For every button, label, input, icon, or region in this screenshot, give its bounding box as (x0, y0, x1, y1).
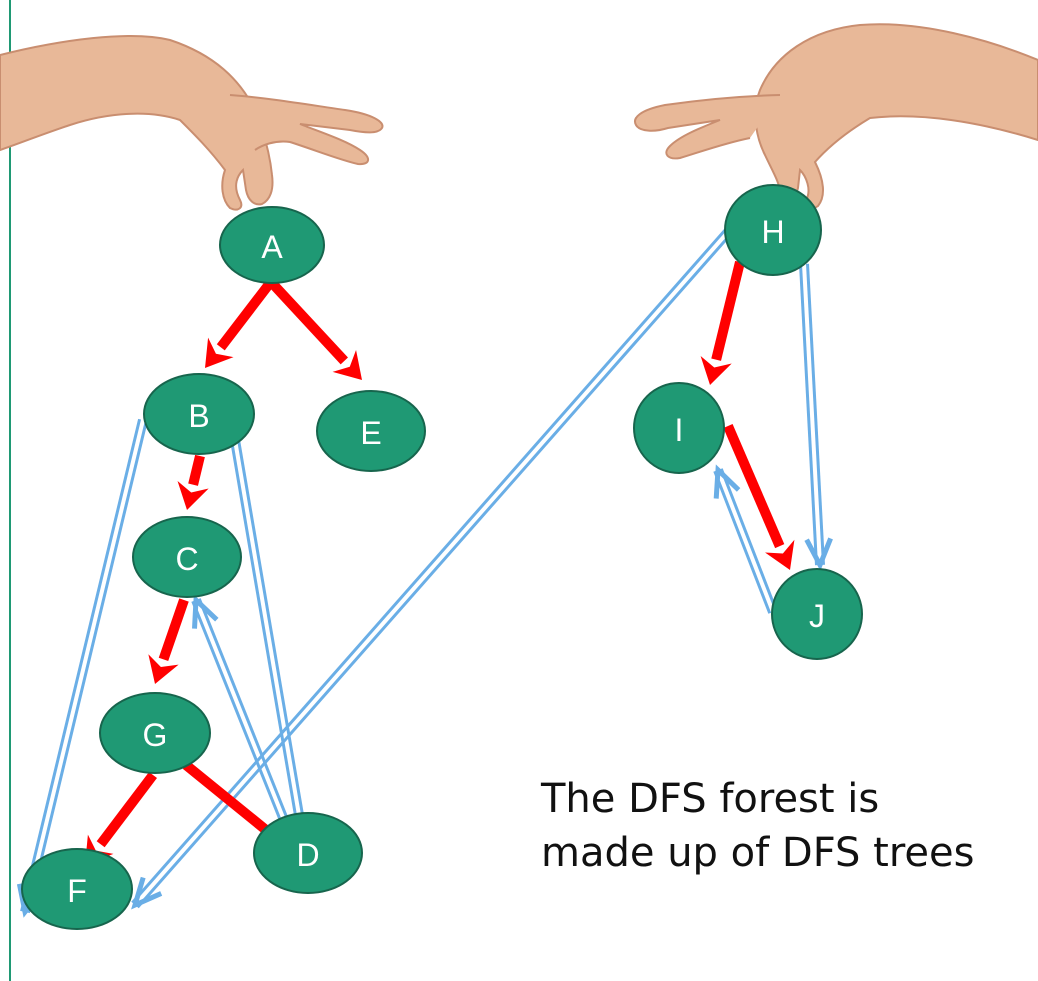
node-label-i: I (675, 412, 684, 448)
node-label-g: G (143, 717, 168, 753)
node-j: J (771, 568, 863, 660)
node-e: E (316, 390, 426, 472)
non-tree-edge-h-j (799, 263, 833, 571)
node-h: H (724, 184, 822, 276)
node-label-e: E (360, 415, 381, 451)
node-label-f: F (67, 873, 87, 909)
non-tree-edge-b-f (16, 418, 148, 918)
node-b: B (143, 373, 255, 455)
node-f: F (21, 848, 133, 930)
tree-edge-a-e (268, 279, 362, 380)
tree-edge-i-j (723, 424, 795, 570)
left-hand-illustration (0, 34, 384, 211)
tree-edge-c-g (148, 598, 189, 684)
node-i: I (633, 382, 725, 474)
tree-edge-a-b (205, 279, 274, 368)
tree-edges (85, 260, 795, 865)
node-a: A (219, 206, 325, 284)
non-tree-edge-j-i (713, 464, 778, 614)
node-label-j: J (809, 598, 825, 634)
node-g: G (99, 692, 211, 774)
tree-edge-h-i (700, 260, 745, 385)
node-label-c: C (175, 541, 198, 577)
node-c: C (132, 516, 242, 598)
caption: The DFS forest is made up of DFS trees (541, 772, 974, 880)
caption-line-1: The DFS forest is (541, 776, 880, 822)
node-d: D (253, 812, 363, 894)
caption-line-2: made up of DFS trees (541, 830, 975, 876)
node-label-h: H (761, 214, 784, 250)
node-label-a: A (261, 229, 283, 265)
right-hand-illustration (634, 23, 1038, 210)
graph-nodes: A B C D E F G H I J (21, 184, 863, 930)
tree-edge-b-c (177, 454, 209, 510)
node-label-b: B (188, 398, 209, 434)
non-tree-edge-h-f (131, 228, 732, 910)
node-label-d: D (296, 837, 319, 873)
